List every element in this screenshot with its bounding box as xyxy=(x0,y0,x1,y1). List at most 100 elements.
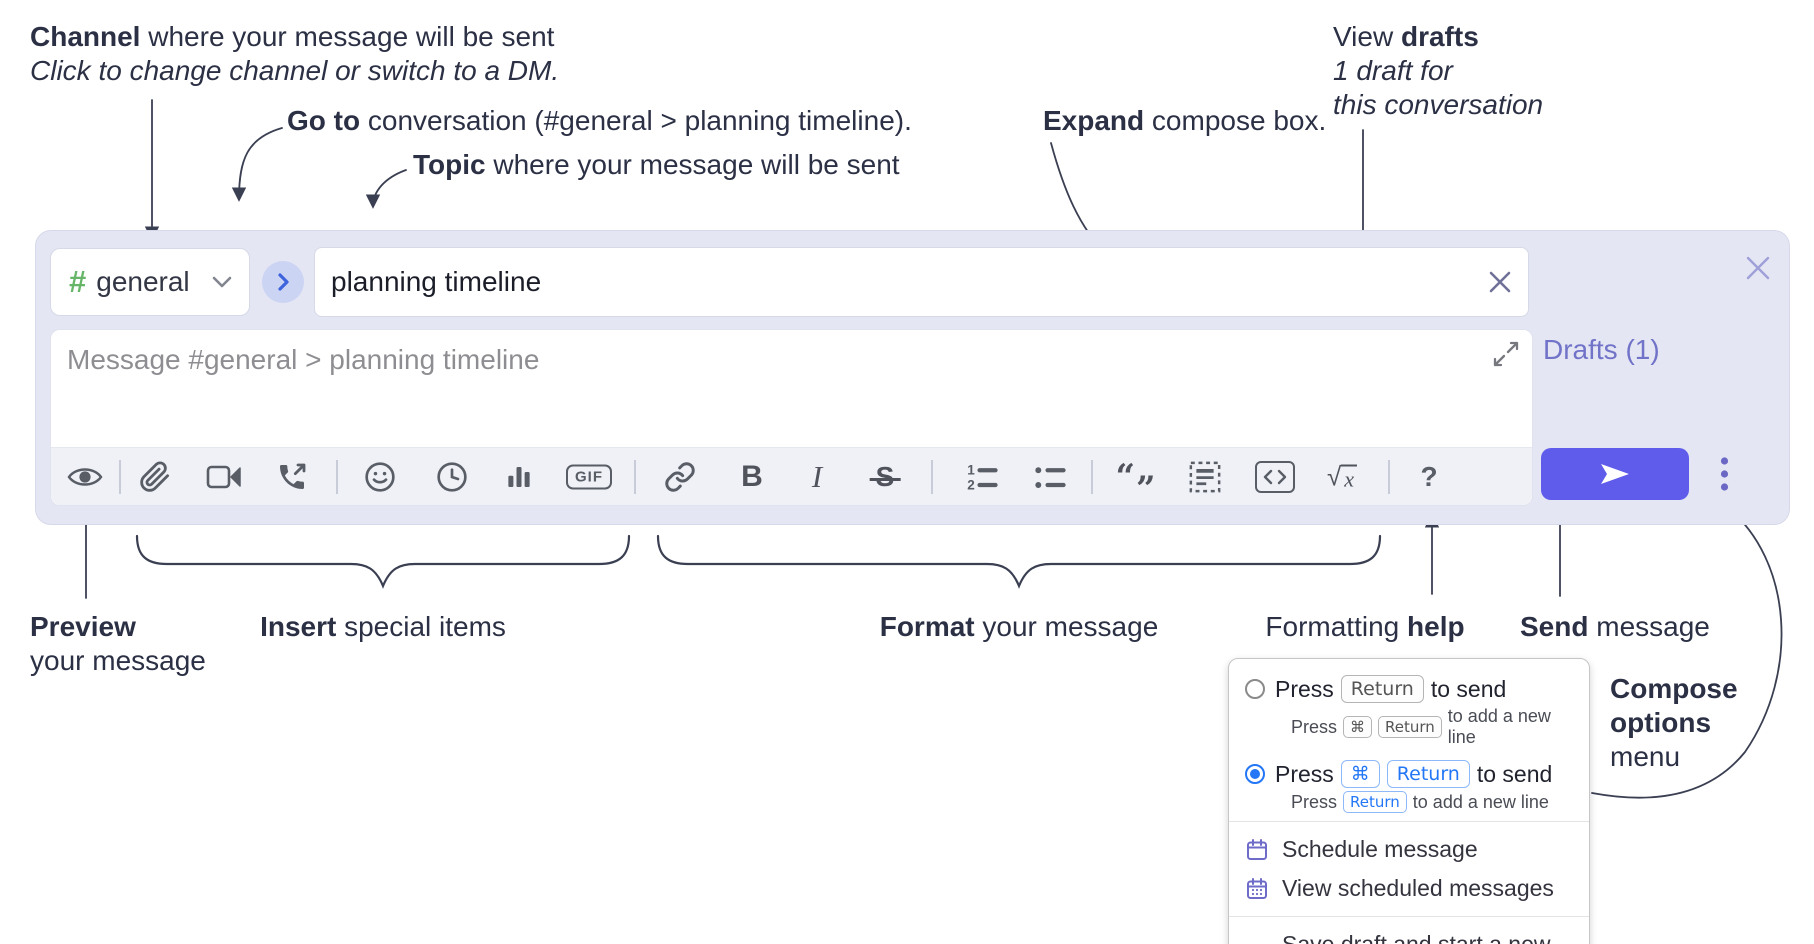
math-icon[interactable]: √x xyxy=(1327,461,1358,492)
option2-sub-pre: Press xyxy=(1291,791,1338,812)
return-key: Return xyxy=(1343,791,1407,813)
expand-compose-icon[interactable] xyxy=(1492,340,1520,368)
option1-sub-pre: Press xyxy=(1291,716,1338,737)
chevron-down-icon xyxy=(212,276,232,288)
svg-text:2: 2 xyxy=(967,477,975,492)
topic-annotation-bold: Topic xyxy=(413,149,486,180)
message-formatting-help-icon[interactable]: ? xyxy=(1420,461,1437,493)
insert-annotation: Insert special items xyxy=(135,610,631,644)
topic-field-wrap xyxy=(314,247,1529,317)
math-x-glyph: x xyxy=(1341,464,1358,492)
gif-label: GIF xyxy=(566,464,612,489)
return-key: Return xyxy=(1386,760,1470,788)
toolbar-divider xyxy=(1388,459,1390,494)
link-icon[interactable] xyxy=(664,461,696,493)
video-call-icon[interactable] xyxy=(206,464,242,490)
quote-open-glyph: “ xyxy=(1115,456,1135,497)
toolbar-divider xyxy=(1091,459,1093,494)
chevron-right-icon xyxy=(278,273,289,291)
topic-arrow-line xyxy=(365,169,407,209)
send-annotation: Send message xyxy=(1520,610,1710,644)
format-brace xyxy=(656,534,1382,589)
send-shortcut-option-cmd-return[interactable]: Press ⌘ Return to send Press Return to a… xyxy=(1229,756,1589,813)
gif-icon[interactable]: GIF xyxy=(566,464,612,489)
menu-item-label: View scheduled messages xyxy=(1282,875,1554,901)
return-key: Return xyxy=(1340,675,1424,703)
expand-annotation-bold: Expand xyxy=(1043,105,1145,136)
help-annotation-pre: Formatting xyxy=(1265,611,1408,642)
goto-conversation-button[interactable] xyxy=(262,261,304,303)
compose-options-menu-button[interactable] xyxy=(1714,456,1734,492)
option1-post: to send xyxy=(1430,675,1507,702)
format-annotation: Format your message xyxy=(656,610,1382,644)
calendar-icon xyxy=(1247,838,1267,860)
send-shortcut-option-return[interactable]: Press Return to send Press ⌘ Return to a… xyxy=(1229,671,1589,748)
option2-pre: Press xyxy=(1275,760,1334,787)
insert-annotation-rest: special items xyxy=(336,611,506,642)
radio-selected[interactable] xyxy=(1245,764,1265,784)
drafts-link[interactable]: Drafts (1) xyxy=(1543,334,1660,365)
code-icon[interactable] xyxy=(1255,460,1295,493)
help-glyph: ? xyxy=(1420,460,1438,492)
goto-annotation: Go to conversation (#general > planning … xyxy=(287,104,912,138)
view-drafts-line3: this conversation xyxy=(1333,89,1544,120)
menu-divider xyxy=(1229,916,1589,917)
view-drafts-bold: drafts xyxy=(1400,21,1479,52)
view-drafts-line2: 1 draft for xyxy=(1333,55,1453,86)
italic-label: I xyxy=(811,458,823,494)
strike-label: S xyxy=(869,461,900,493)
view-drafts-annotation: View drafts 1 draft for this conversatio… xyxy=(1333,20,1543,122)
schedule-clock-icon[interactable] xyxy=(436,461,468,493)
poll-chart-icon[interactable] xyxy=(504,462,534,492)
preview-annotation: Preview your message xyxy=(30,610,206,678)
quote-icon[interactable]: “” xyxy=(1115,460,1155,506)
view-drafts-pre: View xyxy=(1333,21,1401,52)
svg-text:1: 1 xyxy=(967,462,975,477)
compose-box: # general xyxy=(35,230,1790,525)
return-key: Return xyxy=(1378,716,1442,738)
menu-item-label: Schedule message xyxy=(1282,836,1478,862)
emoji-icon[interactable] xyxy=(364,461,396,493)
compose-options-annotation: Compose options menu xyxy=(1610,672,1738,774)
help-annotation-bold: help xyxy=(1407,611,1465,642)
toolbar-divider xyxy=(119,459,121,494)
topic-input[interactable] xyxy=(314,247,1529,317)
option1-sub-post: to add a new line xyxy=(1447,706,1551,747)
send-button[interactable] xyxy=(1541,448,1689,500)
compose-options-line1: Compose xyxy=(1610,673,1738,704)
preview-eye-icon[interactable] xyxy=(66,463,104,491)
spoiler-icon[interactable] xyxy=(1189,461,1221,493)
format-annotation-bold: Format xyxy=(879,611,975,642)
radio-unselected[interactable] xyxy=(1245,679,1265,699)
preview-annotation-bold: Preview xyxy=(30,611,136,642)
menu-item-schedule-message[interactable]: Schedule message xyxy=(1229,830,1589,869)
close-compose-icon[interactable] xyxy=(1743,253,1773,283)
topic-annotation-rest: where your message will be sent xyxy=(485,149,900,180)
attach-paperclip-icon[interactable] xyxy=(139,460,171,493)
menu-item-save-draft[interactable]: Save draft and start a new message xyxy=(1229,925,1589,944)
message-input[interactable] xyxy=(51,330,1532,448)
numbered-list-icon[interactable]: 1 2 xyxy=(966,462,998,492)
goto-annotation-bold: Go to xyxy=(287,105,361,136)
send-annotation-rest: message xyxy=(1588,611,1710,642)
channel-selector[interactable]: # general xyxy=(50,248,250,316)
channel-name: general xyxy=(96,266,190,297)
insert-annotation-bold: Insert xyxy=(260,611,337,642)
menu-item-label: Save draft and start a new message xyxy=(1282,931,1551,944)
preview-annotation-line2: your message xyxy=(30,645,206,676)
option2-post: to send xyxy=(1476,760,1553,787)
formatting-help-annotation: Formatting help xyxy=(1230,610,1500,644)
menu-item-view-scheduled[interactable]: View scheduled messages xyxy=(1229,869,1589,908)
bold-label: B xyxy=(741,459,763,493)
bold-icon[interactable]: B xyxy=(741,460,763,494)
bulleted-list-icon[interactable] xyxy=(1034,462,1066,492)
voice-call-icon[interactable] xyxy=(276,461,308,493)
italic-icon[interactable]: I xyxy=(812,459,822,495)
cmd-key: ⌘ xyxy=(1340,760,1380,788)
toolbar-divider xyxy=(931,459,933,494)
strikethrough-icon[interactable]: S xyxy=(869,461,900,493)
send-annotation-bold: Send xyxy=(1520,611,1589,642)
clear-topic-icon[interactable] xyxy=(1487,269,1513,295)
option2-sub-post: to add a new line xyxy=(1412,791,1549,812)
channel-annotation-sub: Click to change channel or switch to a D… xyxy=(30,55,560,86)
